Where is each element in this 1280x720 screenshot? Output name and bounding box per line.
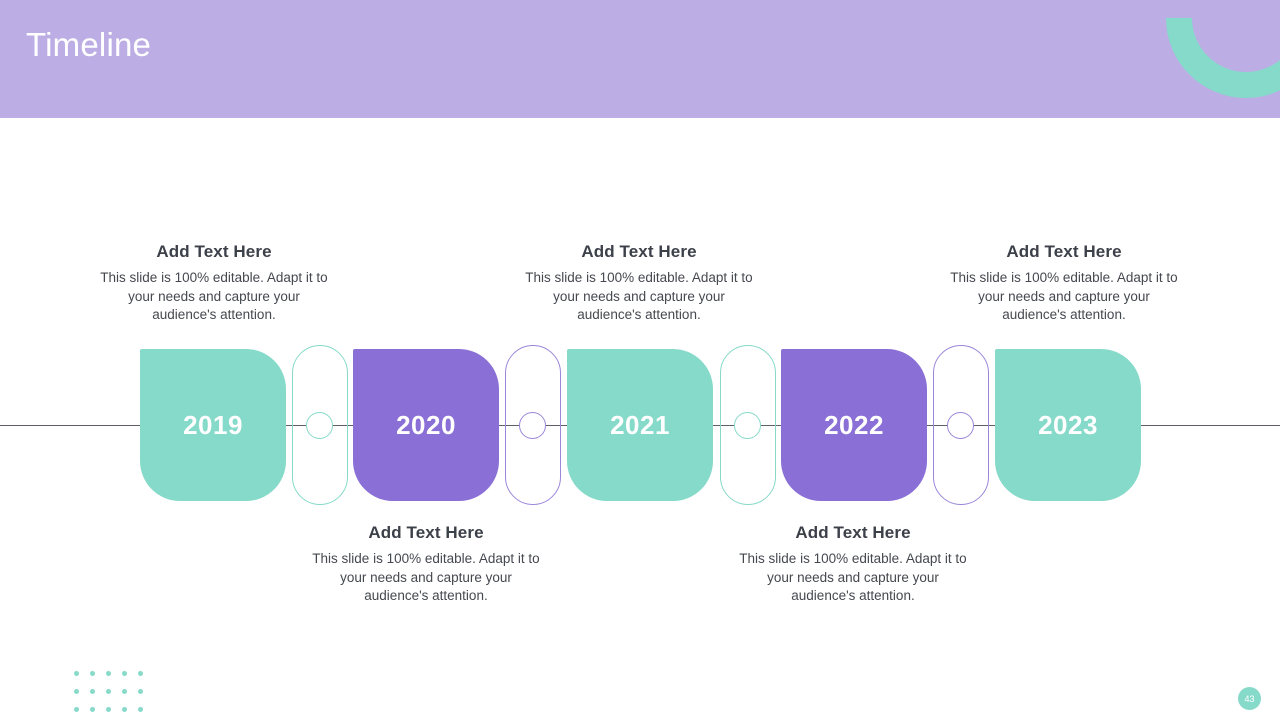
timeline-year-label: 2021 [610,409,670,440]
timeline-card-2023[interactable]: 2023 [995,349,1141,501]
timeline-connector-1 [292,345,348,505]
decorative-dot [106,689,111,694]
timeline-year-label: 2020 [396,409,456,440]
milestone-body: This slide is 100% editable. Adapt it to… [739,551,967,603]
timeline-card-2020[interactable]: 2020 [353,349,499,501]
timeline-year-label: 2019 [183,409,243,440]
milestone-text-block-5: Add Text Here This slide is 100% editabl… [946,242,1182,325]
decorative-dot [90,671,95,676]
timeline-year-label: 2023 [1038,409,1098,440]
decorative-dot [122,689,127,694]
decorative-dot [122,671,127,676]
timeline-connector-2 [505,345,561,505]
milestone-title: Add Text Here [368,523,484,542]
milestone-title: Add Text Here [156,242,272,261]
milestone-body: This slide is 100% editable. Adapt it to… [312,551,540,603]
decorative-dot [138,707,143,712]
timeline-node-2[interactable] [519,412,546,439]
timeline-card-2019[interactable]: 2019 [140,349,286,501]
milestone-title: Add Text Here [581,242,697,261]
timeline-card-2021[interactable]: 2021 [567,349,713,501]
timeline-node-1[interactable] [306,412,333,439]
slide-header-band: Timeline [0,0,1280,118]
decorative-dot [74,689,79,694]
milestone-text-block-3: Add Text Here This slide is 100% editabl… [521,242,757,325]
page-number-badge: 43 [1238,687,1261,710]
page-number-label: 43 [1244,693,1255,704]
milestone-text-block-1: Add Text Here This slide is 100% editabl… [96,242,332,325]
decorative-dot [106,671,111,676]
milestone-title: Add Text Here [1006,242,1122,261]
decorative-dot [74,671,79,676]
timeline-node-3[interactable] [734,412,761,439]
decorative-dot [90,707,95,712]
decorative-dot [74,707,79,712]
timeline-node-4[interactable] [947,412,974,439]
milestone-text-block-4: Add Text Here This slide is 100% editabl… [735,523,971,606]
timeline-connector-3 [720,345,776,505]
decorative-dot [90,689,95,694]
milestone-text-block-2: Add Text Here This slide is 100% editabl… [308,523,544,606]
milestone-body: This slide is 100% editable. Adapt it to… [950,270,1178,322]
decorative-dot-grid [74,671,154,720]
decorative-dot [122,707,127,712]
milestone-body: This slide is 100% editable. Adapt it to… [100,270,328,322]
page-title: Timeline [26,26,152,63]
decorative-dot [138,671,143,676]
milestone-body: This slide is 100% editable. Adapt it to… [525,270,753,322]
decorative-dot [138,689,143,694]
timeline-connector-4 [933,345,989,505]
decorative-dot [106,707,111,712]
milestone-title: Add Text Here [795,523,911,542]
timeline-card-2022[interactable]: 2022 [781,349,927,501]
timeline-year-label: 2022 [824,409,884,440]
